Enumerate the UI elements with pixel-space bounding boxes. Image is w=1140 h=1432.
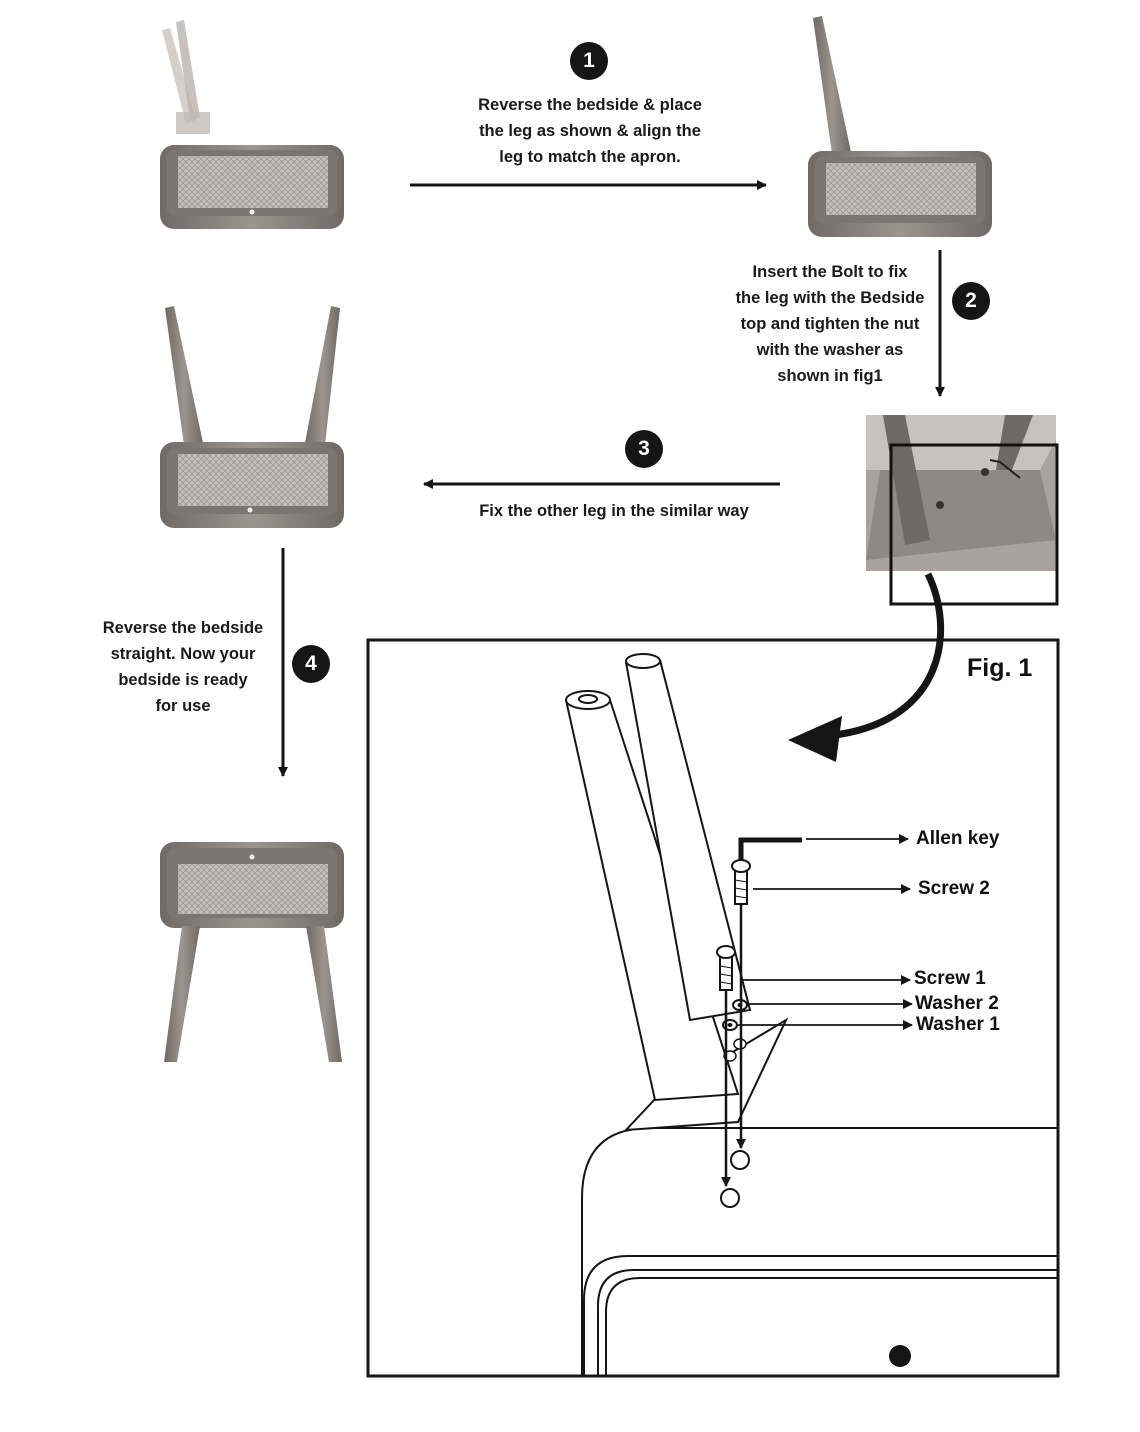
label-screw-2: Screw 2 [918, 878, 990, 899]
label-screw-1: Screw 1 [914, 968, 986, 989]
figure-title: Fig. 1 [967, 654, 1033, 682]
label-allen-key: Allen key [916, 828, 1000, 849]
step-1-badge: 1 [570, 42, 608, 80]
leg-fixing-photo [866, 415, 1059, 606]
step-1-text: Reverse the bedside & place the leg as s… [478, 96, 702, 166]
step-3-text: Fix the other leg in the similar way [479, 502, 749, 520]
step-4-badge: 4 [292, 645, 330, 683]
bedside-finished-upright [160, 842, 344, 1062]
bedside-with-one-leg [808, 16, 992, 237]
step-3-badge: 3 [625, 430, 663, 468]
bedside-reversed-with-faded-leg [160, 20, 344, 229]
label-washer-2: Washer 2 [915, 993, 999, 1014]
label-washer-1: Washer 1 [916, 1014, 1000, 1035]
bedside-with-two-legs [160, 306, 344, 528]
step-2-badge: 2 [952, 282, 990, 320]
fig1-frame [366, 638, 1060, 1378]
step-4-text: Reverse the bedside straight. Now your b… [102, 619, 264, 715]
callout-arrow [788, 572, 945, 762]
step-2-text: Insert the Bolt to fix the leg with the … [735, 263, 925, 385]
